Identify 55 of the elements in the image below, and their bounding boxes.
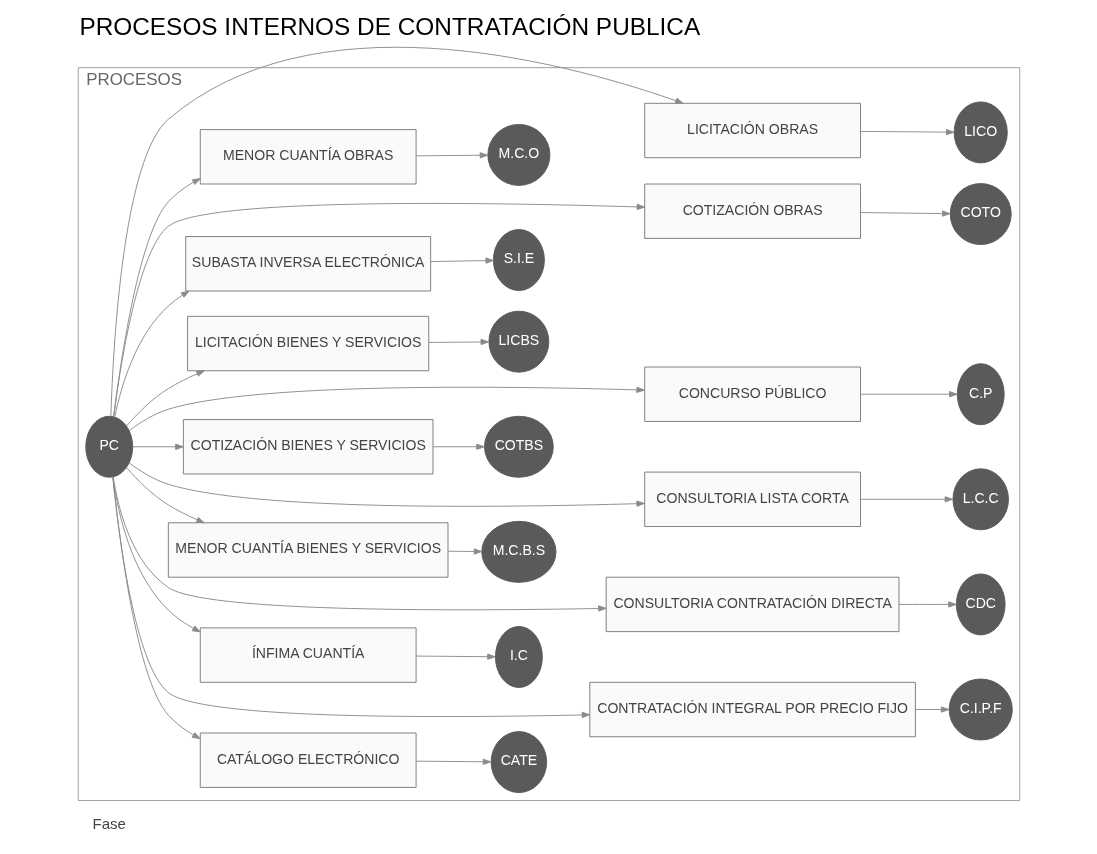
arrow	[131, 443, 184, 450]
arrow	[112, 203, 645, 418]
arrow	[429, 257, 494, 264]
arrow	[109, 46, 684, 417]
arrow	[415, 653, 496, 660]
node-ellipse: COTBS	[483, 415, 554, 478]
arrow	[112, 476, 607, 612]
node-box: LICITACIÓN OBRAS	[643, 102, 861, 159]
node-box: ÍNFIMA CUANTÍA	[199, 627, 417, 683]
arrow	[859, 129, 954, 136]
arrow	[111, 476, 590, 719]
label: Fase	[92, 814, 126, 832]
diagram-title: PROCESOS INTERNOS DE CONTRATACIÓN PUBLICA	[78, 13, 700, 41]
node-box: LICITACIÓN BIENES Y SERVICIOS	[186, 315, 429, 372]
node-circle: C.I.P.F	[948, 678, 1013, 741]
node-ellipse: CDC	[955, 573, 1006, 636]
arrow	[112, 178, 201, 418]
arrow	[125, 467, 205, 524]
node-box: CONSULTORIA CONTRATACIÓN DIRECTA	[605, 576, 899, 633]
node-box: MENOR CUANTÍA BIENES Y SERVICIOS	[167, 522, 448, 578]
arrow	[447, 548, 482, 555]
arrow	[427, 338, 489, 346]
node-box: COTIZACIÓN OBRAS	[643, 183, 861, 239]
node-ellipse: LICO	[953, 101, 1008, 164]
arrow	[112, 476, 201, 740]
arrow	[914, 706, 949, 713]
node-ellipse: PC	[84, 415, 133, 478]
arrow	[128, 462, 645, 507]
arrow	[415, 758, 491, 765]
node-circle: M.C.O	[486, 123, 550, 186]
node-circle: COTO	[949, 183, 1012, 245]
node-box: COTIZACIÓN BIENES Y SERVICIOS	[182, 419, 433, 475]
node-ellipse: M.C.B.S	[480, 520, 556, 583]
node-box: CONCURSO PÚBLICO	[643, 366, 861, 422]
arrow	[859, 496, 953, 503]
node-circle: L.C.C	[952, 468, 1009, 531]
node-box: SUBASTA INVERSA ELECTRÓNICA	[184, 236, 431, 292]
arrow	[113, 290, 189, 418]
node-ellipse: S.I.E	[492, 229, 545, 291]
arrow	[112, 476, 201, 633]
node-ellipse: C.P	[956, 363, 1005, 426]
node-box: CATÁLOGO ELECTRÓNICO	[199, 732, 417, 788]
arrow	[125, 370, 205, 427]
node-ellipse: I.C	[494, 626, 543, 688]
arrow	[415, 152, 488, 159]
node-box: MENOR CUANTÍA OBRAS	[199, 129, 417, 185]
arrow	[432, 443, 485, 450]
node-circle: CATE	[490, 731, 547, 794]
arrow	[898, 601, 957, 608]
arrow	[859, 210, 950, 217]
arrow	[859, 391, 958, 398]
node-circle: LICBS	[487, 310, 549, 373]
node-box: CONTRATACIÓN INTEGRAL POR PRECIO FIJO	[588, 681, 916, 738]
node-box: CONSULTORIA LISTA CORTA	[643, 471, 861, 527]
arrow	[128, 386, 645, 432]
